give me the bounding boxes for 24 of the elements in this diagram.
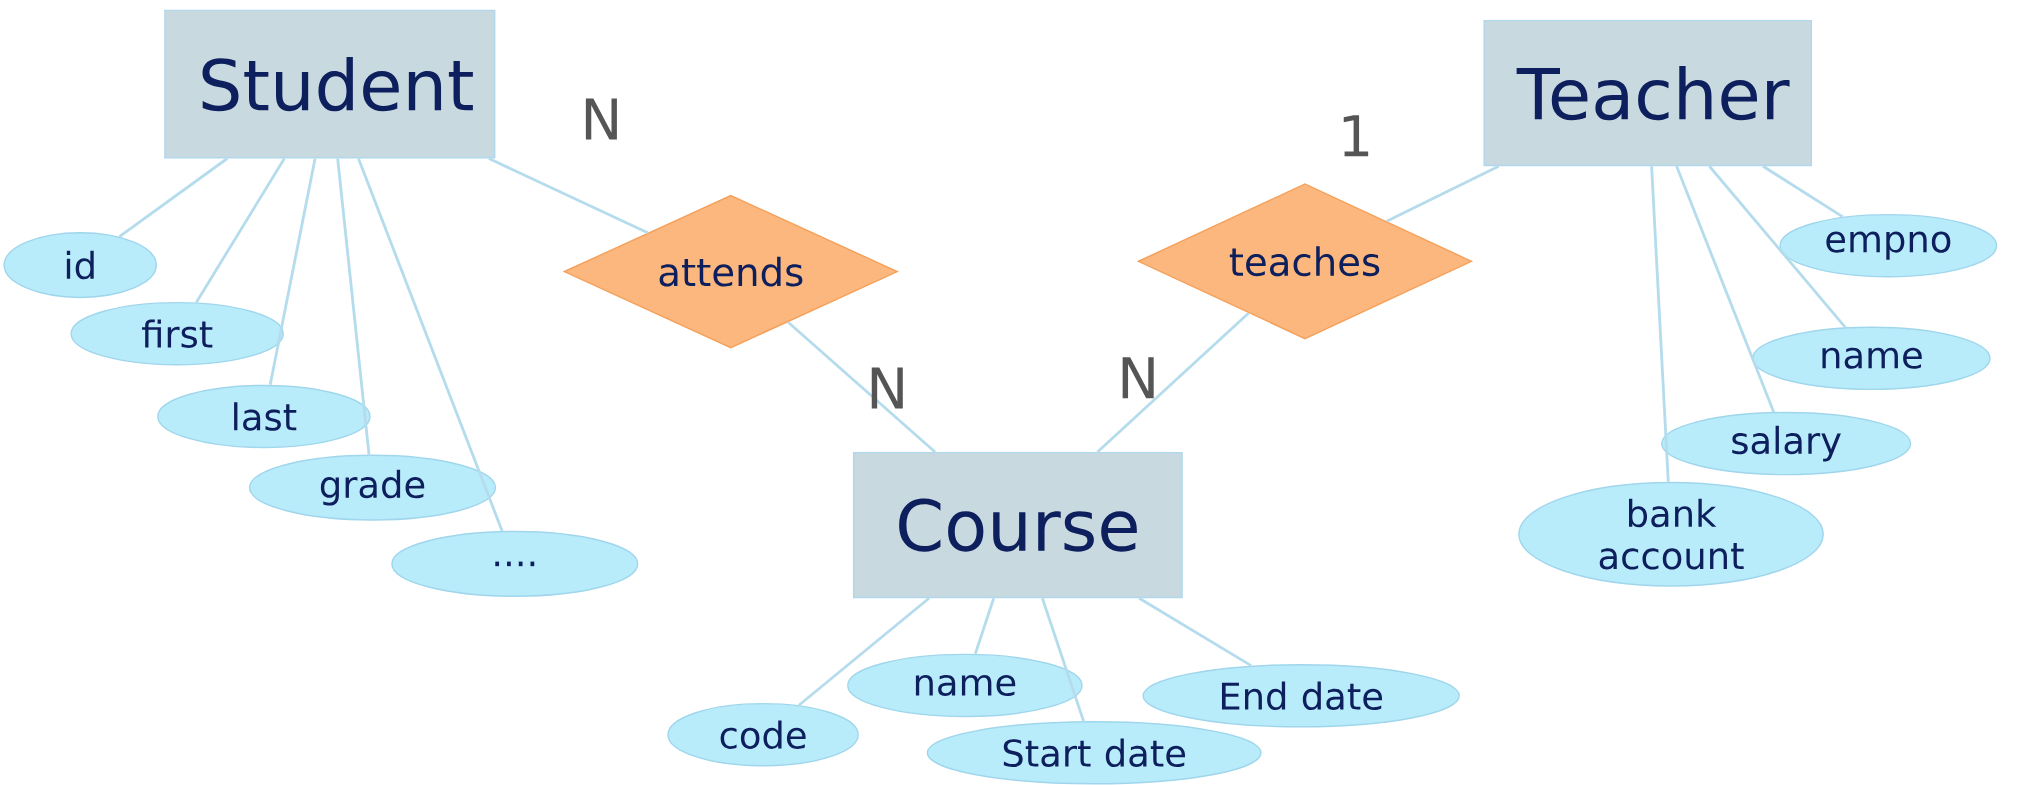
connector-line: [1041, 597, 1085, 722]
connector-line: [1650, 166, 1670, 482]
connector-line: [268, 158, 317, 386]
connector-line: [357, 157, 504, 532]
cardinality-label: N: [871, 367, 903, 409]
connector-line: [1138, 597, 1252, 667]
entity-box: Teacher: [1483, 19, 1813, 167]
entity-box: Student: [164, 9, 496, 159]
connector-line: [787, 321, 937, 453]
connector-line: [798, 597, 930, 707]
cardinality-label: N: [1122, 357, 1154, 399]
cardinality-label: N: [585, 98, 617, 140]
connector-line: [1675, 165, 1775, 413]
connector-line: [1386, 164, 1500, 223]
connector-line: [118, 157, 229, 238]
cardinality-label: 1: [1343, 115, 1369, 157]
connector-line: [1096, 312, 1250, 453]
connector-line: [1762, 165, 1844, 218]
connector-line: [195, 157, 286, 304]
connector-line: [974, 597, 996, 655]
entity-box: Course: [852, 451, 1183, 599]
connector-line: [488, 157, 649, 234]
connector-line: [336, 158, 371, 455]
connector-line: [1708, 165, 1847, 329]
